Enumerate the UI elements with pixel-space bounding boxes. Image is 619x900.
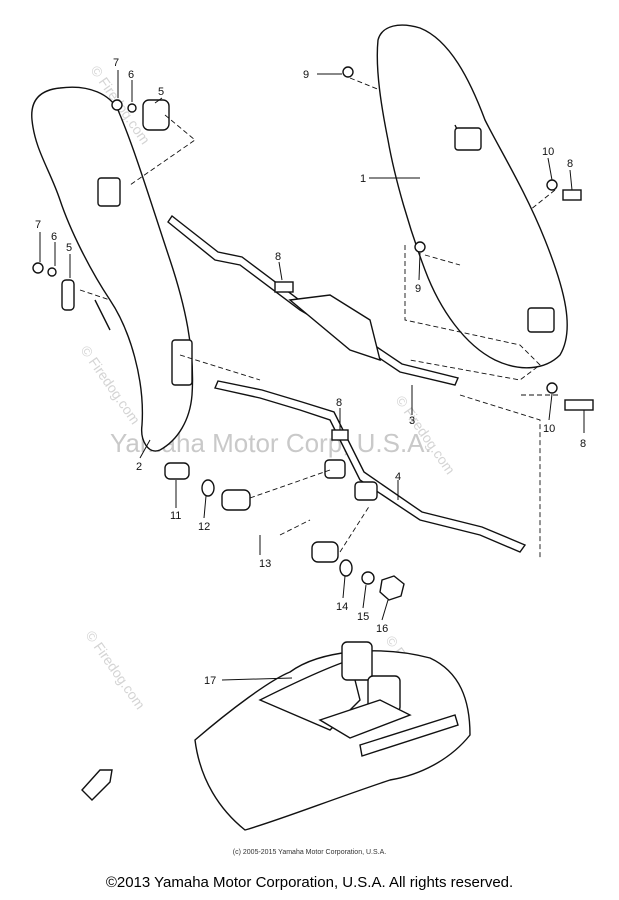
callout-13: 13 [259, 558, 271, 570]
callout-10-top: 10 [542, 146, 554, 158]
callout-7-lower: 7 [35, 219, 41, 231]
callout-14: 14 [336, 601, 348, 613]
callout-5-upper: 5 [158, 86, 164, 98]
callout-16: 16 [376, 623, 388, 635]
tool-kit [194, 641, 471, 831]
assembly-lines [79, 77, 558, 560]
callout-6-upper: 6 [128, 69, 134, 81]
callout-numbers: 1 2 3 4 5 5 6 6 7 7 8 8 8 8 9 9 10 10 11… [35, 57, 586, 687]
lower-rod [214, 380, 527, 553]
callout-2: 2 [136, 461, 142, 473]
callout-8-top-right: 8 [567, 158, 573, 170]
callout-4: 4 [395, 471, 401, 483]
callout-8-center: 8 [336, 397, 342, 409]
callout-3: 3 [409, 415, 415, 427]
catalog-icon [81, 769, 113, 801]
left-mudguard [31, 86, 194, 452]
callout-9-mid: 9 [415, 283, 421, 295]
watermark-diagonal-5: © Firedog.com [83, 628, 149, 713]
callout-8-middle: 8 [275, 251, 281, 263]
callout-7-upper: 7 [113, 57, 119, 69]
callout-5-lower: 5 [66, 242, 72, 254]
callout-9-top: 9 [303, 69, 309, 81]
callout-1: 1 [360, 173, 366, 185]
callout-15: 15 [357, 611, 369, 623]
right-mudguard [376, 24, 568, 369]
callout-6-lower: 6 [51, 231, 57, 243]
callout-17: 17 [204, 675, 216, 687]
footer-copyright: ©2013 Yamaha Motor Corporation, U.S.A. A… [105, 874, 514, 891]
diagram-copyright: (c) 2005-2015 Yamaha Motor Corporation, … [232, 849, 387, 856]
leader-lines [39, 70, 585, 681]
hardware [32, 66, 594, 601]
upper-rod [167, 214, 459, 386]
callout-8-bottom-right: 8 [580, 438, 586, 450]
callout-12: 12 [198, 521, 210, 533]
callout-10-bottom: 10 [543, 423, 555, 435]
callout-11: 11 [170, 510, 181, 522]
